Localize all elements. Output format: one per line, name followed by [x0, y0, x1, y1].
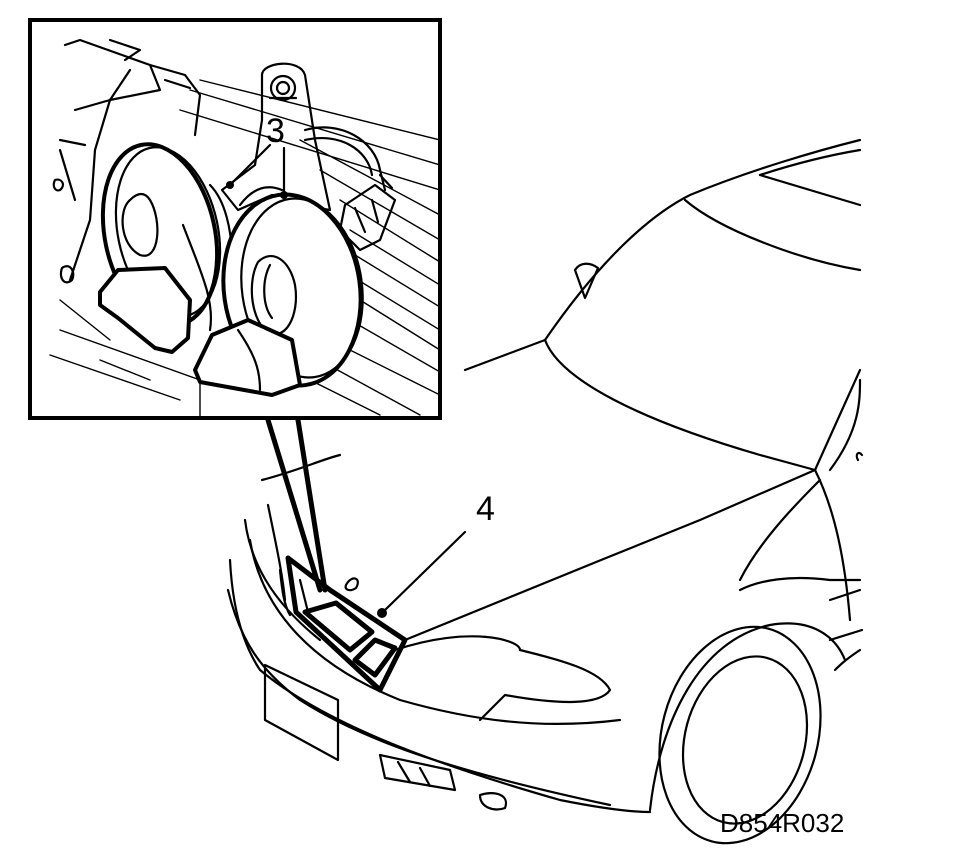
drawing-code: D854R032	[720, 808, 844, 838]
callout-4-leader	[377, 530, 467, 618]
horn-bracket	[220, 62, 332, 212]
callout-4-dot	[377, 608, 387, 618]
callout-3-dot-left	[226, 181, 234, 189]
callout-3-label: 3	[266, 112, 285, 150]
car-outline	[226, 138, 864, 845]
callout-3-dot-right	[280, 191, 288, 199]
callout-3-leaders	[226, 143, 288, 199]
horn-detail-inset: 3	[28, 18, 442, 420]
wiring-connector	[303, 126, 397, 252]
callout-4-label: 4	[476, 490, 495, 528]
mounting-panel	[52, 38, 202, 284]
horn-left	[98, 142, 234, 354]
horn-right	[193, 192, 364, 397]
inset-pointer	[265, 417, 328, 593]
